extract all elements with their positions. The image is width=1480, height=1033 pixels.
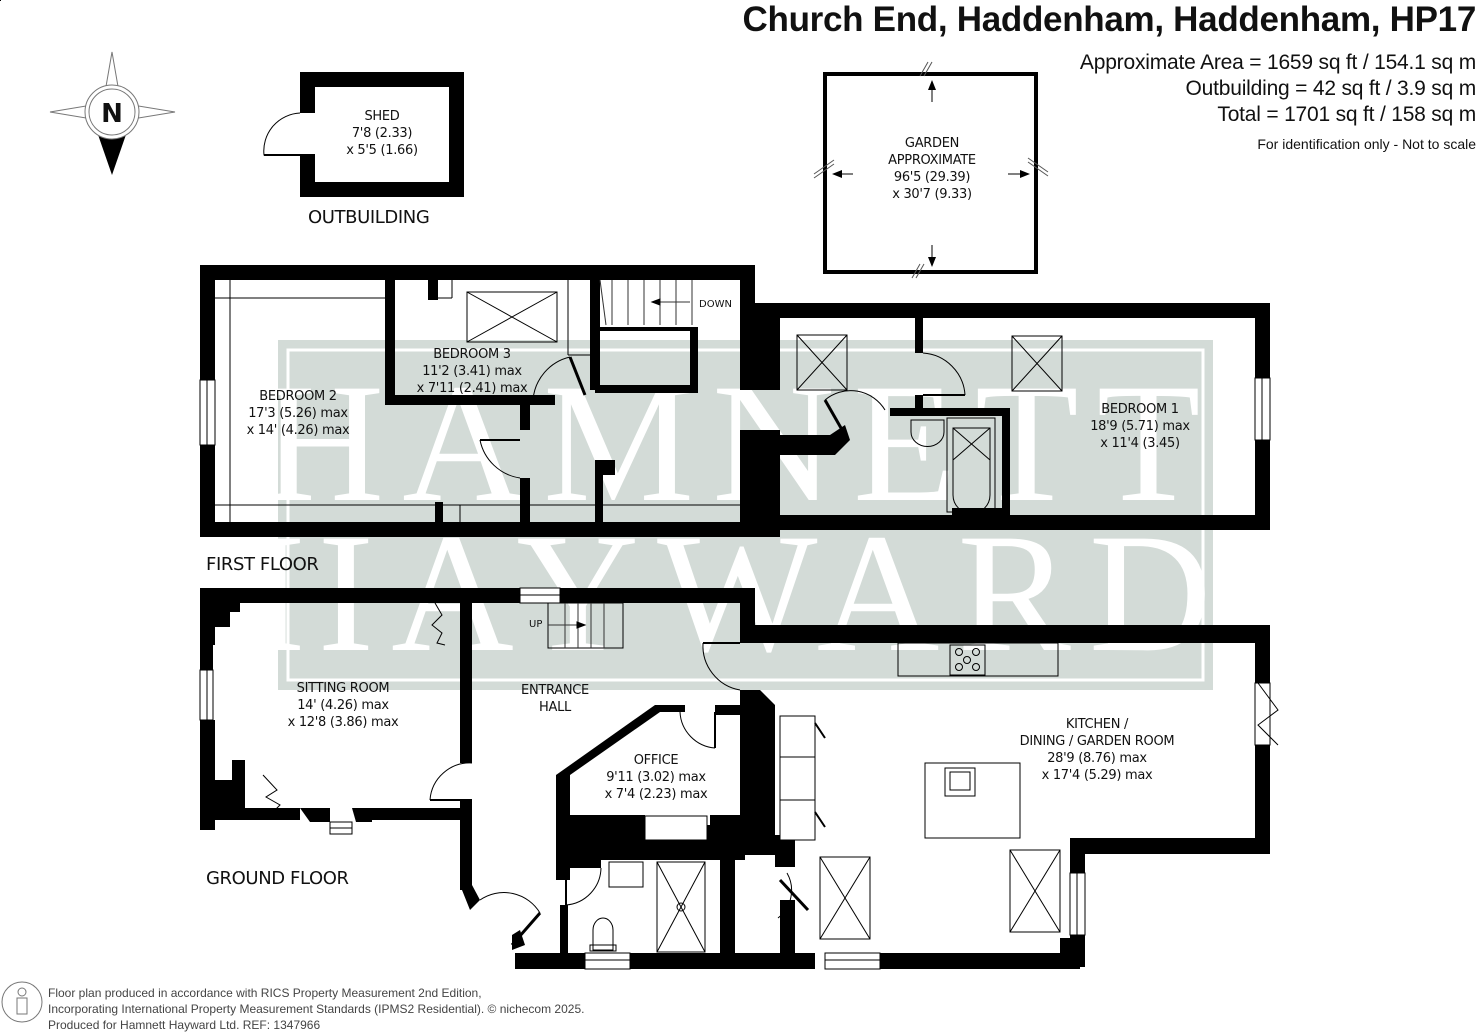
- footer-line: Floor plan produced in accordance with R…: [48, 986, 482, 1000]
- room-dim: x 5'5 (1.66): [346, 143, 418, 158]
- room-dim: 7'8 (2.33): [351, 126, 413, 141]
- garden-outline: [813, 61, 1049, 279]
- room-dim: 9'11 (3.02) max: [606, 770, 706, 785]
- room-dim: 96'5 (29.39): [893, 170, 971, 185]
- footer-line: Incorporating International Property Mea…: [48, 1002, 585, 1016]
- info-person-icon: [1, 981, 43, 1023]
- room-name: ENTRANCE: [521, 683, 589, 698]
- first-floor-label: FIRST FLOOR: [206, 554, 319, 575]
- room-subtitle: APPROXIMATE: [888, 153, 976, 168]
- kitchen-label: KITCHEN / DINING / GARDEN ROOM 28'9 (8.7…: [1020, 716, 1175, 784]
- stairs-up-label: UP: [529, 619, 543, 630]
- stairs-down-label: DOWN: [699, 299, 732, 310]
- room-name: OFFICE: [633, 753, 679, 768]
- outbuilding-area: Outbuilding = 42 sq ft / 3.9 sq m: [1185, 77, 1477, 100]
- shed-label: SHED 7'8 (2.33) x 5'5 (1.66): [346, 108, 418, 159]
- first-floor-walls: [200, 265, 1270, 537]
- room-name: SHED: [364, 109, 400, 124]
- room-name: BEDROOM 3: [433, 347, 511, 362]
- outbuilding-floor-label: OUTBUILDING: [308, 207, 430, 228]
- room-dim: 17'3 (5.26) max: [248, 406, 348, 421]
- bedroom-3-label: BEDROOM 3 11'2 (3.41) max x 7'11 (2.41) …: [417, 346, 528, 397]
- room-name: SITTING ROOM: [296, 681, 390, 696]
- bedroom-1-label: BEDROOM 1 18'9 (5.71) max x 11'4 (3.45): [1090, 401, 1190, 452]
- compass-icon: N: [49, 51, 176, 175]
- bedroom-2-label: BEDROOM 2 17'3 (5.26) max x 14' (4.26) m…: [247, 388, 350, 439]
- footer-notes: Floor plan produced in accordance with R…: [48, 985, 584, 1033]
- room-dim: x 14' (4.26) max: [246, 423, 350, 438]
- room-dim: x 7'11 (2.41) max: [416, 381, 528, 396]
- room-dim: x 30'7 (9.33): [892, 187, 972, 202]
- room-dim: x 7'4 (2.23) max: [604, 787, 708, 802]
- garden-label: GARDEN APPROXIMATE 96'5 (29.39) x 30'7 (…: [888, 135, 976, 203]
- shed-outline: [263, 72, 464, 197]
- room-name: KITCHEN /: [1065, 717, 1129, 732]
- footer-line: Produced for Hamnett Hayward Ltd. REF: 1…: [48, 1018, 321, 1032]
- ground-floor-walls: [0, 0, 1270, 969]
- property-title: Church End, Haddenham, Haddenham, HP17: [742, 0, 1477, 39]
- ground-floor-details: [199, 587, 1279, 970]
- watermark-line1: HAMNETT: [262, 349, 1219, 537]
- first-floor-details: [199, 279, 1271, 522]
- room-name: BEDROOM 1: [1101, 402, 1179, 417]
- room-name: HALL: [539, 700, 571, 715]
- room-dim: 18'9 (5.71) max: [1090, 419, 1190, 434]
- disclaimer: For identification only - Not to scale: [1257, 136, 1476, 152]
- total-area: Total = 1701 sq ft / 158 sq m: [1217, 103, 1476, 126]
- room-dim: 28'9 (8.76) max: [1047, 751, 1147, 766]
- room-dim: 11'2 (3.41) max: [422, 364, 522, 379]
- room-name: DINING / GARDEN ROOM: [1019, 734, 1175, 749]
- sitting-room-label: SITTING ROOM 14' (4.26) max x 12'8 (3.86…: [288, 680, 399, 731]
- room-dim: 14' (4.26) max: [297, 698, 389, 713]
- room-dim: x 17'4 (5.29) max: [1041, 768, 1153, 783]
- entrance-hall-label: ENTRANCE HALL: [521, 682, 589, 716]
- office-label: OFFICE 9'11 (3.02) max x 7'4 (2.23) max: [605, 752, 708, 803]
- ground-floor-label: GROUND FLOOR: [206, 868, 349, 889]
- compass-letter: N: [101, 99, 123, 129]
- room-name: BEDROOM 2: [259, 389, 337, 404]
- area-summary: Approximate Area = 1659 sq ft / 154.1 sq…: [1080, 50, 1476, 152]
- room-dim: x 11'4 (3.45): [1100, 436, 1180, 451]
- room-name: GARDEN: [904, 136, 960, 151]
- approximate-area: Approximate Area = 1659 sq ft / 154.1 sq…: [1079, 51, 1476, 74]
- room-dim: x 12'8 (3.86) max: [287, 715, 399, 730]
